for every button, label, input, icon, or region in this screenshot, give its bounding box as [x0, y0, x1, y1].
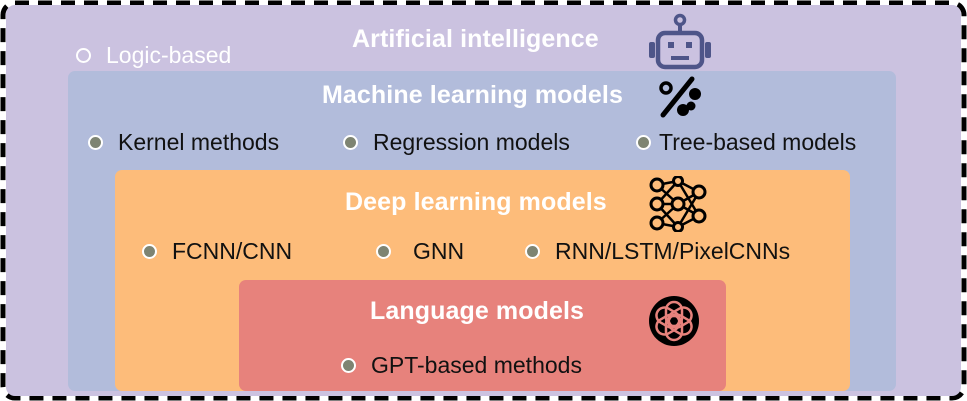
lm-title: Language models — [370, 297, 585, 325]
bullet-dot — [376, 244, 391, 259]
bullet-dot — [88, 135, 103, 150]
dl-item-rnn-lstm-pixelcnns: RNN/LSTM/PixelCNNs — [525, 240, 790, 263]
lm-item-gpt-based-methods: GPT-based methods — [341, 354, 582, 377]
neural-network-icon — [649, 176, 707, 232]
bullet-dot — [341, 358, 356, 373]
dl-item-gnn: GNN — [376, 240, 464, 263]
dl-title: Deep learning models — [345, 188, 607, 216]
robot-icon — [649, 13, 711, 70]
dl-item-fcnn-cnn: FCNN/CNN — [142, 240, 292, 263]
bullet-dot — [76, 48, 91, 63]
bullet-dot — [525, 244, 540, 259]
ml-item-label: Kernel methods — [118, 129, 280, 155]
percent-icon — [659, 76, 701, 118]
ml-title: Machine learning models — [322, 81, 623, 109]
lm-item-label: GPT-based methods — [371, 352, 582, 378]
dl-item-label: RNN/LSTM/PixelCNNs — [555, 238, 791, 264]
ml-item-tree-based-models: Tree-based models — [636, 131, 856, 154]
dl-item-label: FCNN/CNN — [172, 238, 293, 264]
ml-item-label: Tree-based models — [659, 129, 857, 155]
bullet-dot — [142, 244, 157, 259]
ai-item-label: Logic-based — [106, 42, 232, 68]
ai-title: Artificial intelligence — [352, 25, 599, 53]
ai-item-logic-based: Logic-based — [76, 44, 231, 67]
lm-panel — [239, 280, 726, 391]
ml-item-label: Regression models — [373, 129, 570, 155]
ml-item-kernel-methods: Kernel methods — [88, 131, 279, 154]
openai-logo-icon — [649, 296, 699, 346]
ml-item-regression-models: Regression models — [343, 131, 570, 154]
dl-item-label: GNN — [413, 238, 465, 264]
bullet-dot — [343, 135, 358, 150]
bullet-dot — [636, 135, 651, 150]
